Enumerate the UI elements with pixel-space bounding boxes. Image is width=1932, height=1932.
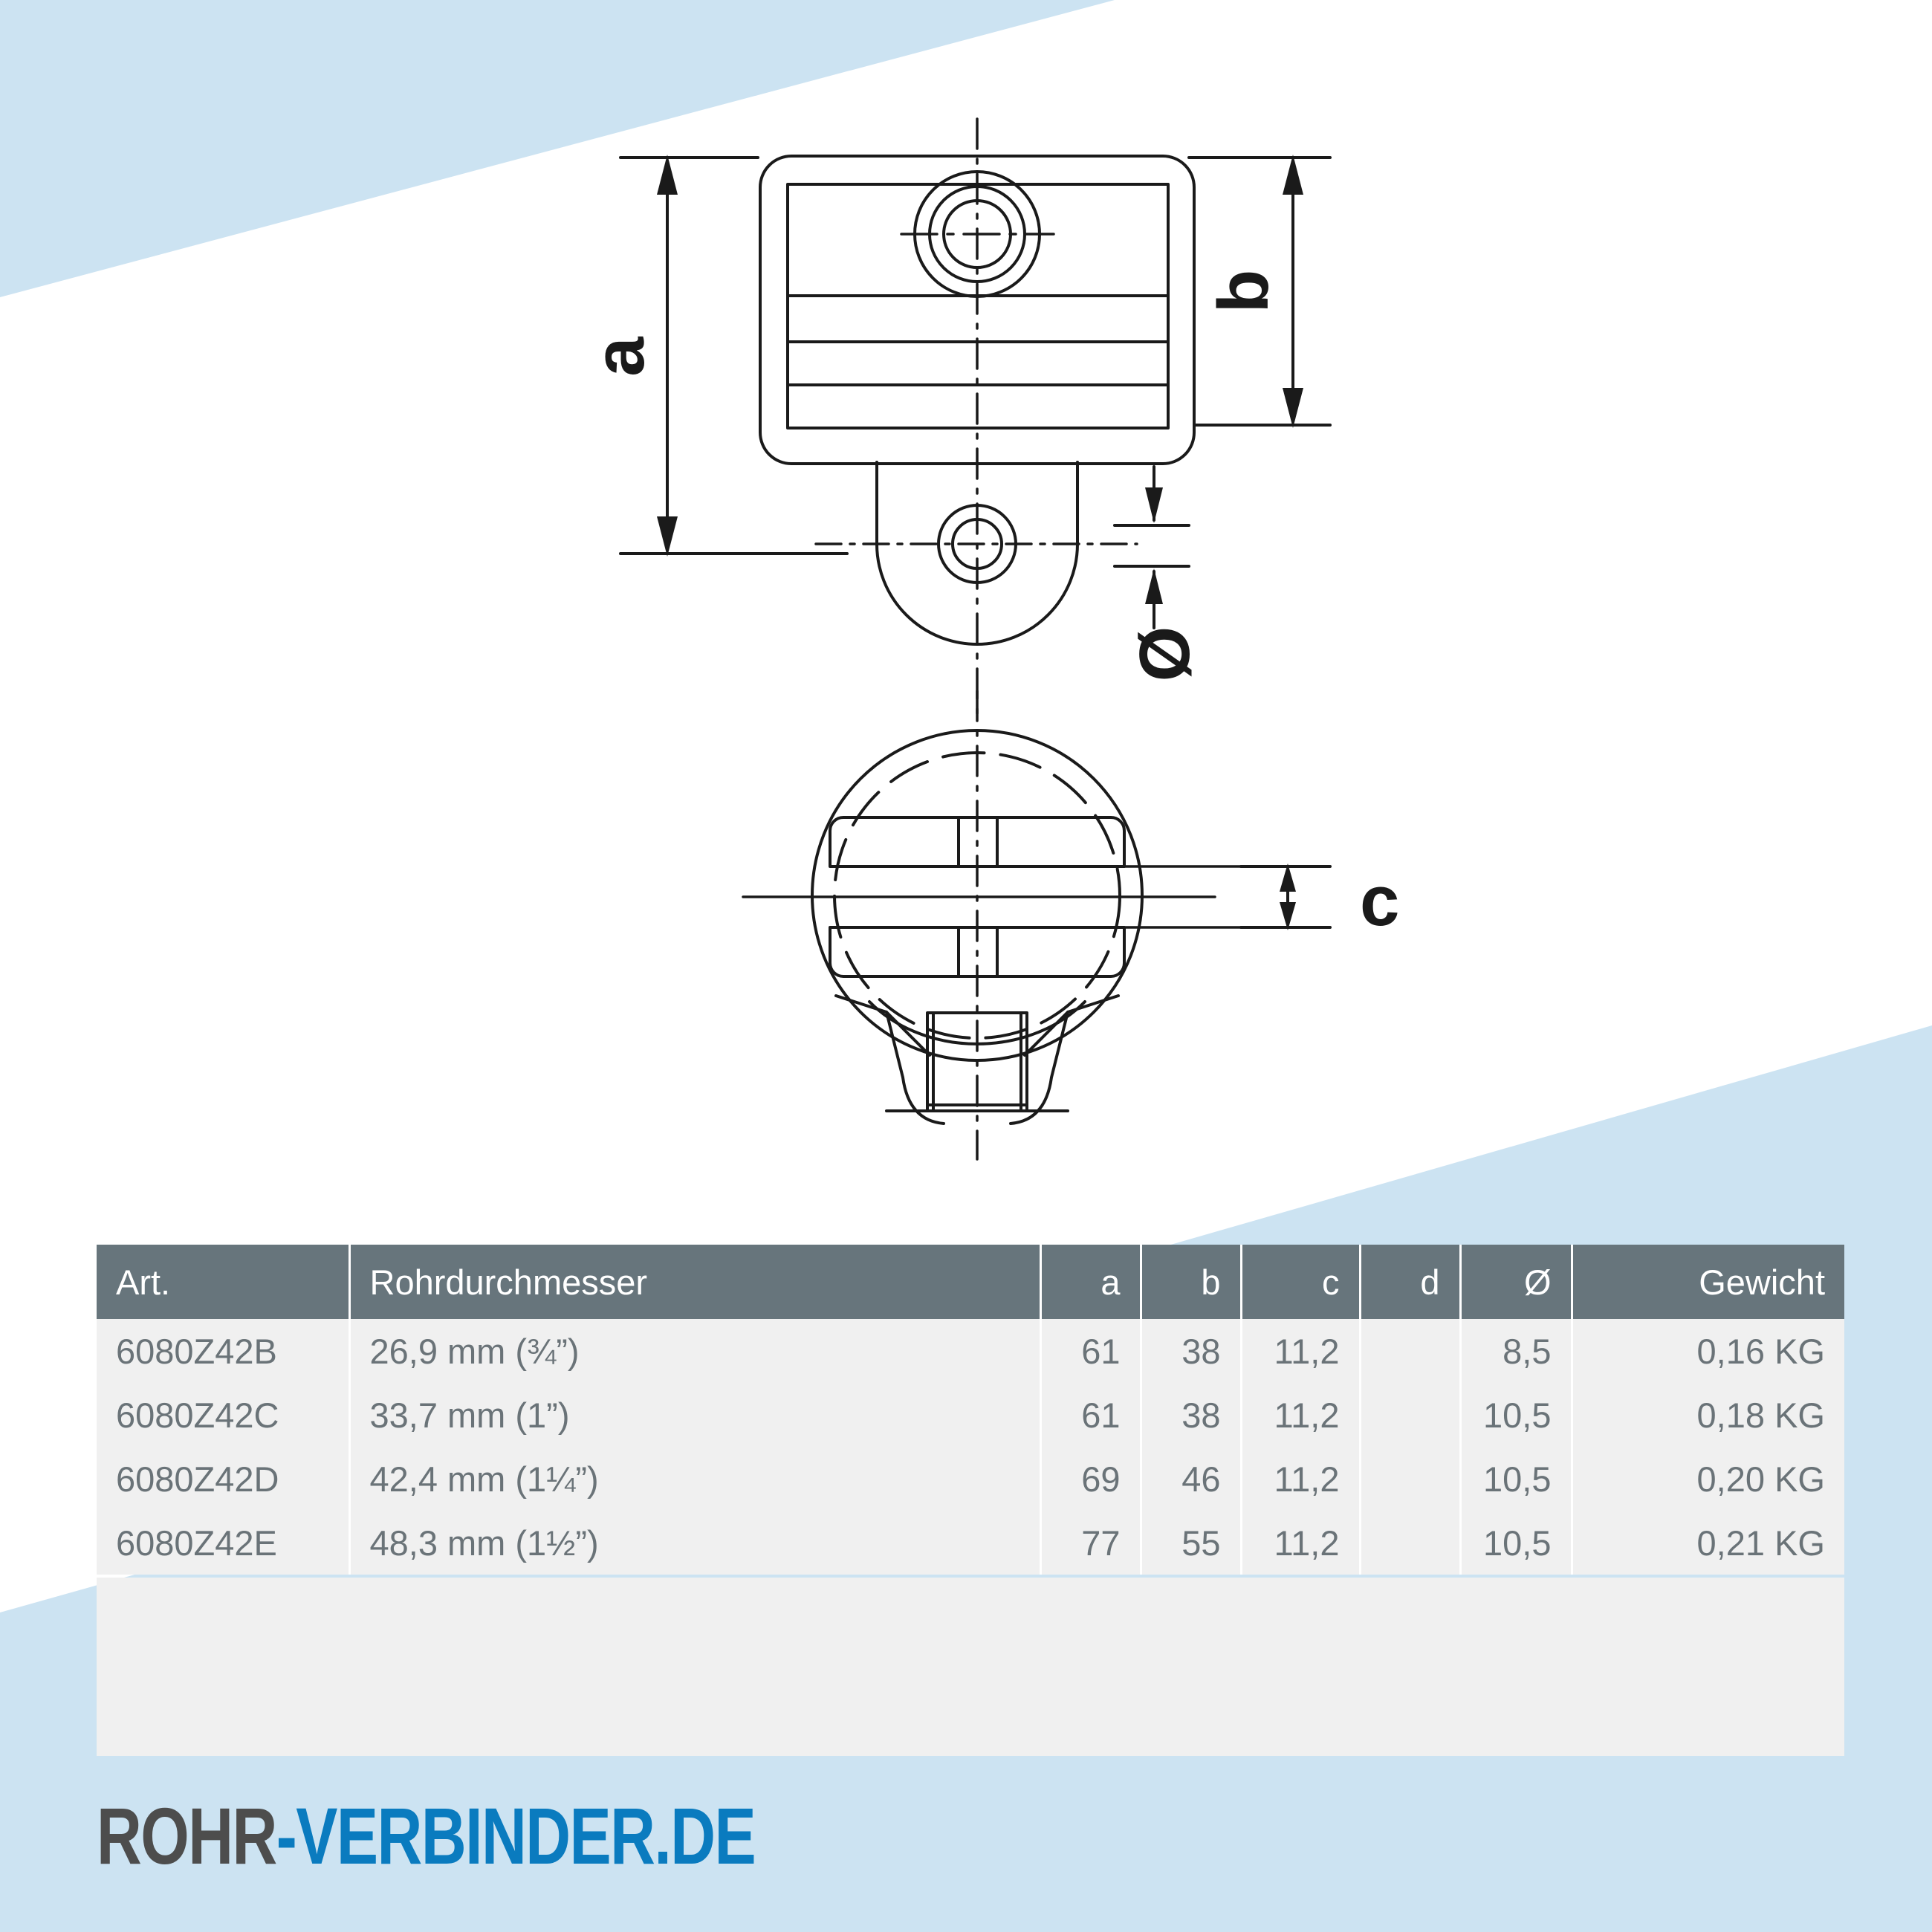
column-header-a[interactable]: a [1040,1245,1142,1319]
plan-tang-right-edge [1023,1011,1069,1057]
column-header-art[interactable]: Art. [97,1245,351,1319]
dimension-label-diameter: Ø [1125,626,1205,682]
specification-table: Art. Rohrdurchmesser a b c d Ø Gewicht 6… [97,1245,1844,1575]
site-logo[interactable]: ROHR-VERBINDER.DE [97,1789,756,1882]
body-outline [759,155,1196,465]
cell-b: 46 [1141,1447,1242,1511]
dimension-c [1239,863,1332,930]
plan-slot-lower [829,926,1126,978]
pivot-inner-circle [951,518,1003,570]
cell-diameter: 33,7 mm (1”) [349,1383,1042,1447]
cell-c: 11,2 [1241,1319,1361,1383]
plan-hidden-circle [833,751,1121,1040]
cell-d [1360,1383,1462,1447]
dimension-label-c: c [1360,861,1399,941]
cell-a: 61 [1040,1319,1142,1383]
cell-d [1360,1511,1462,1575]
column-header-diameter-sym[interactable]: Ø [1460,1245,1573,1319]
dimension-label-b: b [1204,270,1283,314]
cell-a: 77 [1040,1511,1142,1575]
cell-diameter: 26,9 mm (¾”) [349,1319,1042,1383]
cell-weight: 0,21 KG [1572,1511,1844,1575]
column-header-c[interactable]: c [1241,1245,1361,1319]
cell-diameter-sym: 10,5 [1460,1511,1573,1575]
cell-d [1360,1447,1462,1511]
body-band-3 [786,383,1170,429]
cell-b: 38 [1141,1383,1242,1447]
table-row[interactable]: 6080Z42B 26,9 mm (¾”) 61 38 11,2 8,5 0,1… [97,1319,1844,1383]
logo-text-verbinder: -VERBINDER.DE [276,1791,756,1881]
table-body-filler [97,1578,1844,1756]
plan-centerlines [742,865,1298,929]
column-header-diameter[interactable]: Rohrdurchmesser [349,1245,1042,1319]
cell-weight: 0,16 KG [1572,1319,1844,1383]
dimension-label-a: a [580,337,659,377]
table-row[interactable]: 6080Z42D 42,4 mm (1¼”) 69 46 11,2 10,5 0… [97,1447,1844,1511]
dimension-b [1187,155,1332,428]
cell-article: 6080Z42B [97,1319,351,1383]
cell-diameter-sym: 10,5 [1460,1383,1573,1447]
dimension-diameter [1113,465,1190,629]
cell-diameter: 42,4 mm (1¼”) [349,1447,1042,1511]
cell-b: 55 [1141,1511,1242,1575]
plan-outer-circle [811,729,1144,1062]
cell-a: 69 [1040,1447,1142,1511]
dimension-a [619,155,849,557]
column-header-d[interactable]: d [1360,1245,1462,1319]
tang-outline [875,461,1079,646]
column-header-b[interactable]: b [1141,1245,1242,1319]
cell-b: 38 [1141,1319,1242,1383]
cell-c: 11,2 [1241,1511,1361,1575]
cell-c: 11,2 [1241,1383,1361,1447]
logo-text-rohr: ROHR [97,1791,277,1881]
plan-tang-left-edge [885,1011,931,1057]
cell-diameter: 48,3 mm (1½”) [349,1511,1042,1575]
cell-diameter-sym: 8,5 [1460,1319,1573,1383]
cell-d [1360,1319,1462,1383]
product-technical-drawing: a b Ø [580,117,1399,1161]
cell-article: 6080Z42E [97,1511,351,1575]
plan-tang-left-flank [834,994,945,1125]
cell-weight: 0,20 KG [1572,1447,1844,1511]
cell-article: 6080Z42C [97,1383,351,1447]
cell-a: 61 [1040,1383,1142,1447]
plan-tang-right-flank [1009,994,1120,1125]
cell-c: 11,2 [1241,1447,1361,1511]
table-header-row: Art. Rohrdurchmesser a b c d Ø Gewicht [97,1245,1844,1319]
table-row[interactable]: 6080Z42E 48,3 mm (1½”) 77 55 11,2 10,5 0… [97,1511,1844,1575]
cell-article: 6080Z42D [97,1447,351,1511]
table-row[interactable]: 6080Z42C 33,7 mm (1”) 61 38 11,2 10,5 0,… [97,1383,1844,1447]
column-header-weight[interactable]: Gewicht [1572,1245,1844,1319]
cell-weight: 0,18 KG [1572,1383,1844,1447]
cell-diameter-sym: 10,5 [1460,1447,1573,1511]
